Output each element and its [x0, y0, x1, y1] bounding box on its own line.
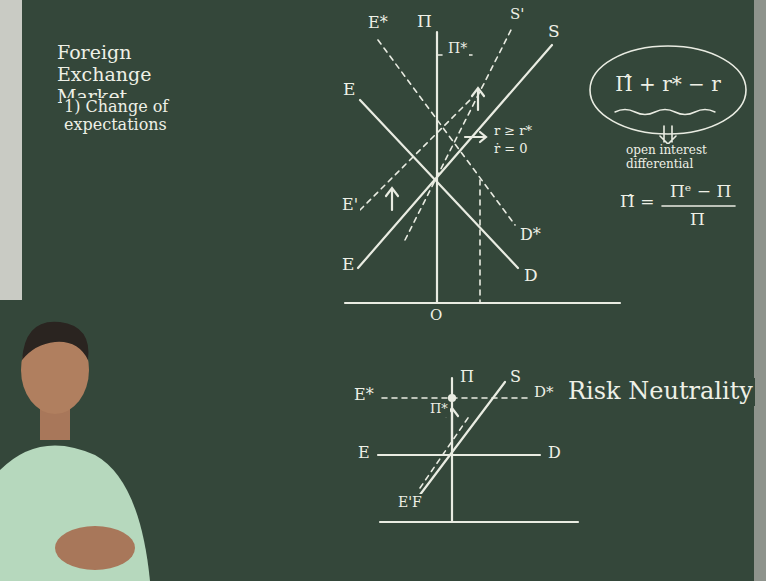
upper-graph — [345, 28, 746, 303]
curve-label: S — [508, 368, 523, 386]
curve-label: D* — [518, 226, 543, 244]
equilibrium-label: Π* — [446, 40, 469, 56]
note: open interest differential — [624, 144, 728, 172]
curve-label: E — [340, 255, 356, 275]
curve-label: E'F — [396, 494, 424, 510]
axis-label: Π — [415, 12, 434, 32]
circled-expression: Π̂ + r* − r — [598, 54, 738, 114]
formula: Π — [688, 210, 707, 230]
condition-note: ṙ = 0 — [492, 142, 530, 157]
formula: Πᵉ − Π — [668, 182, 733, 202]
curve-label: E — [356, 444, 372, 462]
note: 1) Change of expectations — [62, 98, 206, 135]
wall-strip — [0, 0, 22, 300]
curve-label: E' — [340, 196, 360, 214]
curve-label: S' — [508, 6, 526, 23]
origin-label: O — [428, 307, 444, 324]
equilibrium-label: Π* — [428, 402, 450, 417]
lecturer — [0, 322, 150, 581]
curve-label: E* — [352, 386, 376, 404]
condition-note: r ≥ r* — [492, 124, 534, 139]
curve-label: E — [341, 80, 357, 100]
curve-label: D* — [532, 384, 556, 401]
board-frame — [754, 0, 766, 581]
curve-label: S — [546, 22, 562, 42]
curve-label: D — [522, 266, 540, 286]
heading: Risk Neutrality — [566, 378, 755, 406]
curve-label: D — [546, 444, 563, 462]
formula: Π̂ = — [618, 192, 656, 212]
axis-label: Π — [458, 368, 476, 386]
lower-graph — [378, 378, 578, 522]
expression-text: Π̂ + r* − r — [615, 72, 721, 96]
curve-label: E* — [366, 14, 390, 32]
